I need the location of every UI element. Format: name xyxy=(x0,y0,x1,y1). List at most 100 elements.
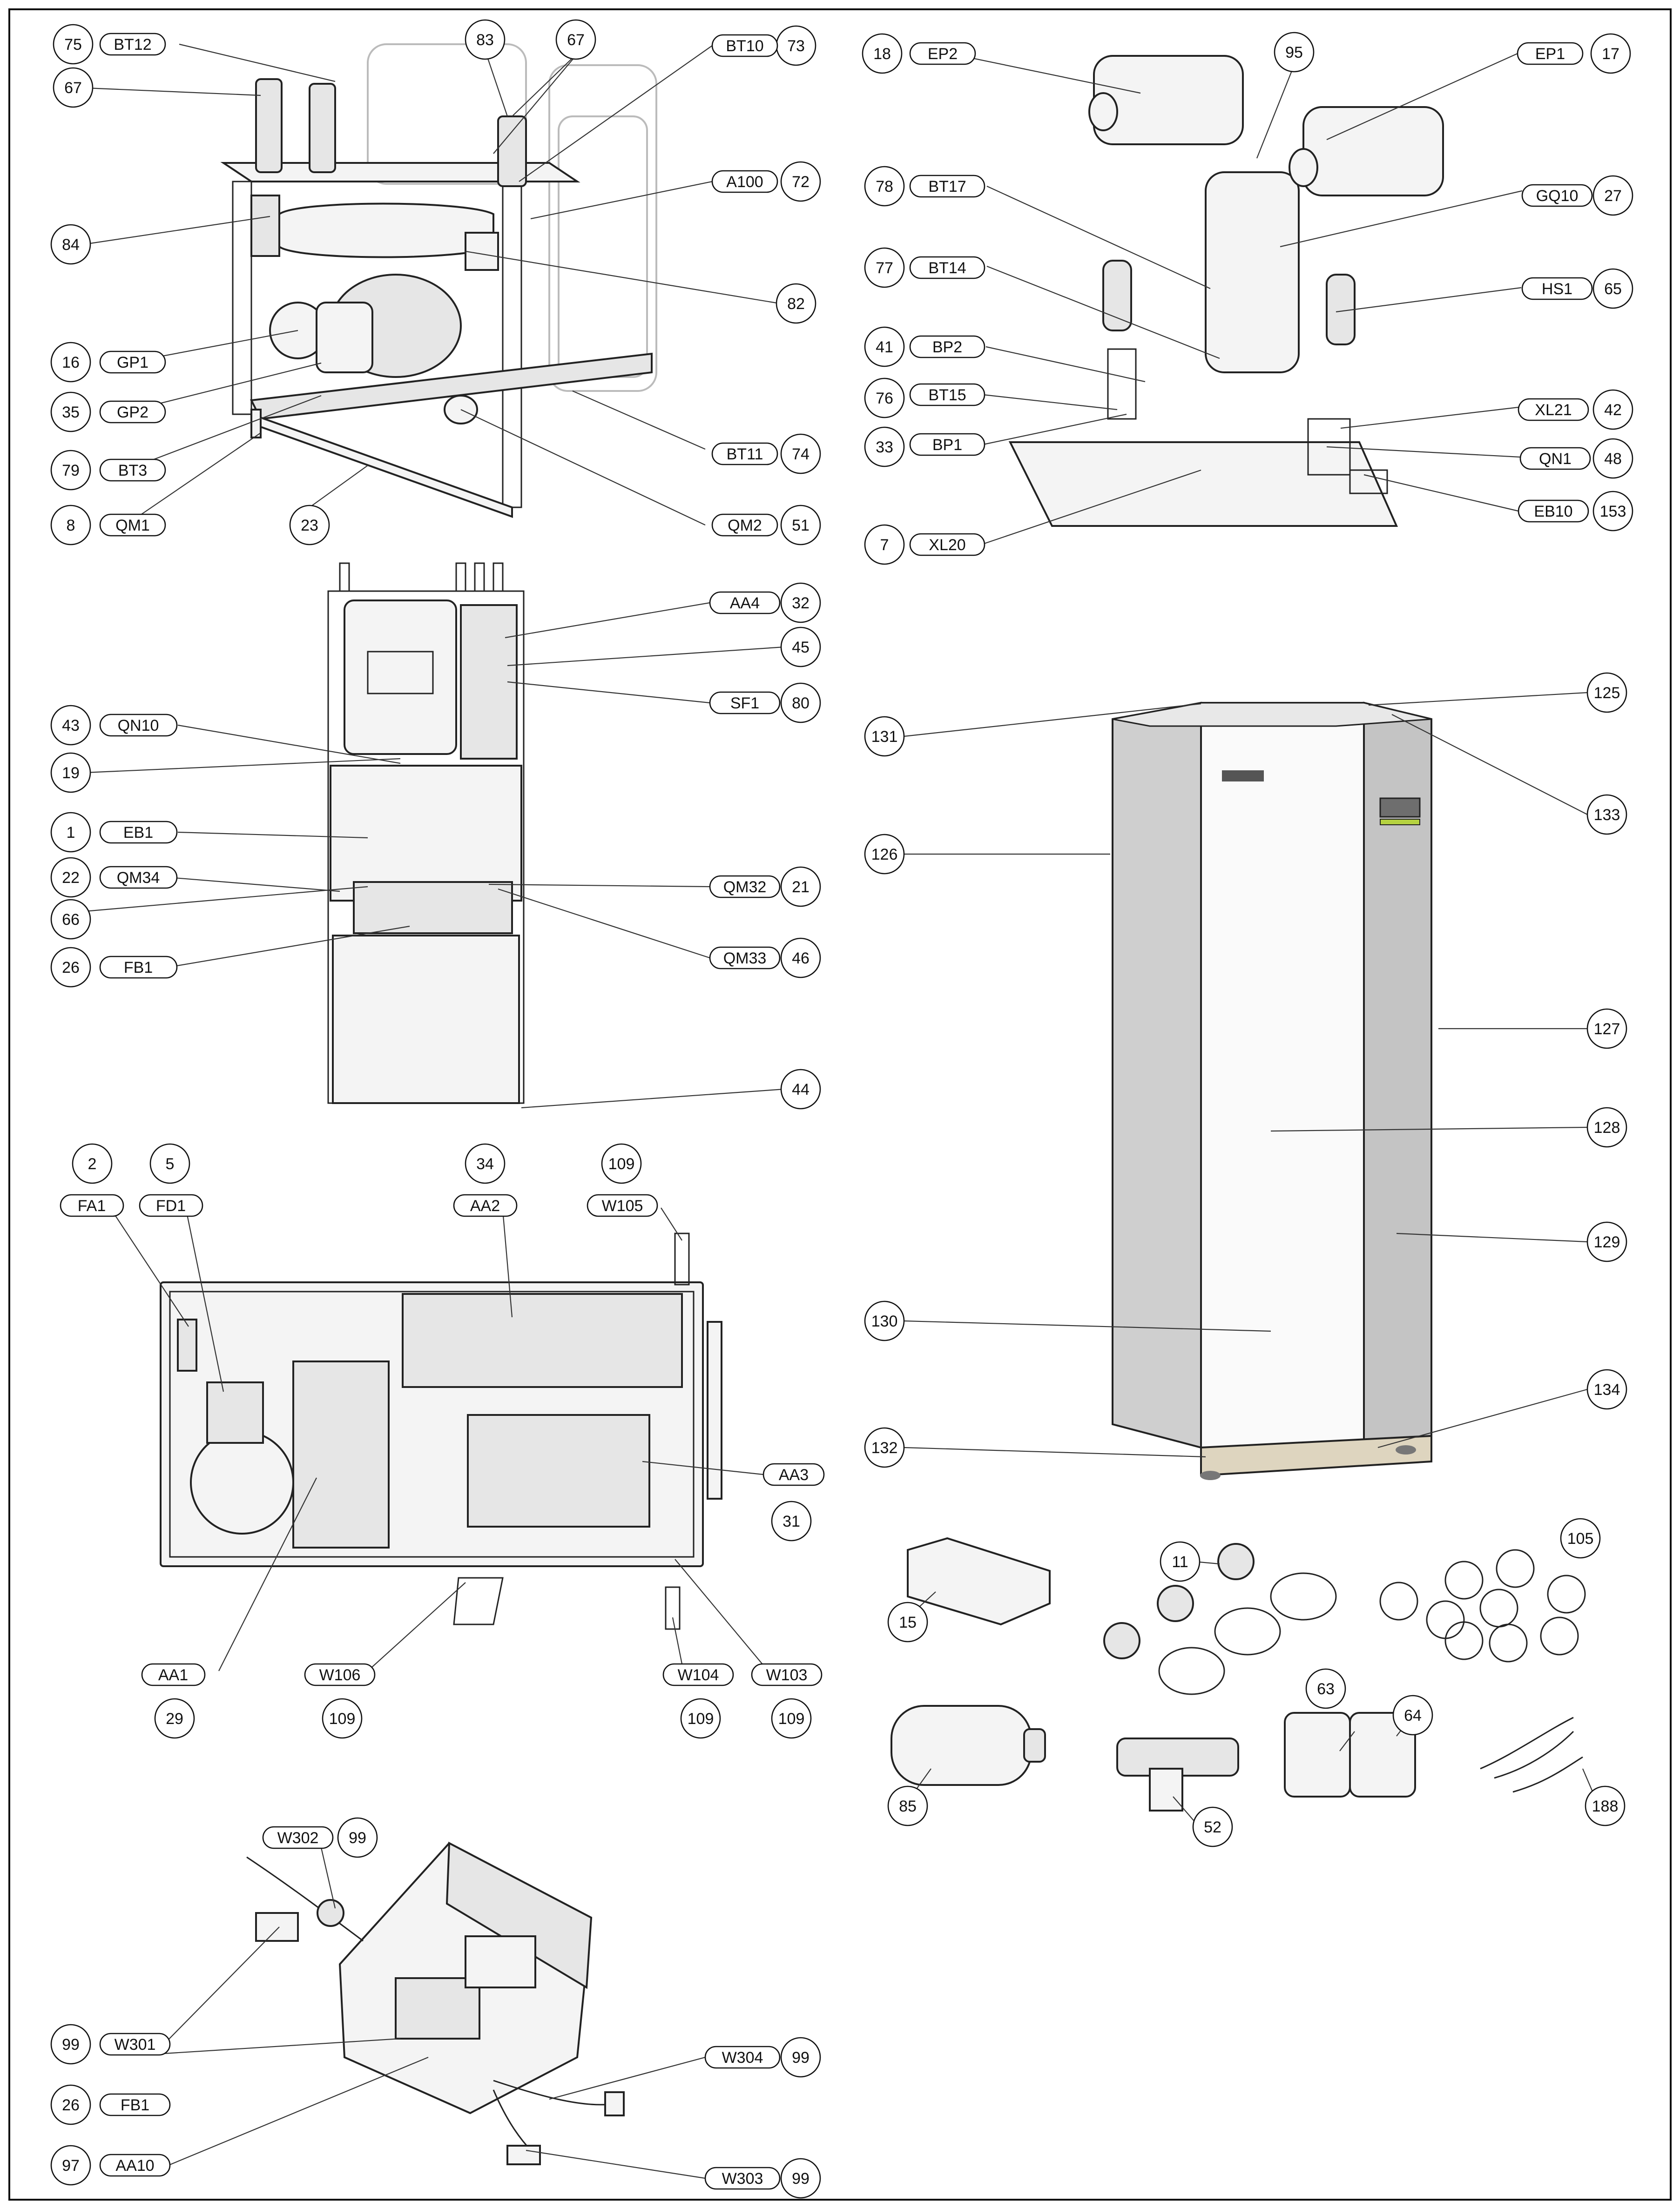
callout-8: 8 xyxy=(50,505,91,546)
callout-19: 19 xyxy=(50,752,91,793)
svg-text:QM2: QM2 xyxy=(728,517,762,534)
svg-text:W303: W303 xyxy=(722,2170,763,2188)
svg-text:77: 77 xyxy=(876,259,893,277)
power-board-leader-lines xyxy=(163,1837,706,2179)
label-AA2: AA2 xyxy=(453,1194,518,1217)
svg-text:127: 127 xyxy=(1594,1020,1620,1038)
callout-130: 130 xyxy=(864,1300,905,1341)
label-AA3: AA3 xyxy=(762,1463,825,1486)
callout-77: 77 xyxy=(864,247,905,288)
svg-text:HS1: HS1 xyxy=(1542,280,1572,298)
callout-46: 46 xyxy=(780,937,821,978)
label-W103: W103 xyxy=(751,1663,823,1686)
svg-text:W304: W304 xyxy=(722,2049,763,2067)
svg-text:W105: W105 xyxy=(602,1197,643,1215)
callout-109: 109 xyxy=(322,1698,363,1739)
svg-text:97: 97 xyxy=(62,2157,80,2175)
callout-74: 74 xyxy=(780,433,821,474)
svg-text:83: 83 xyxy=(476,31,494,49)
svg-text:82: 82 xyxy=(787,295,805,313)
svg-text:95: 95 xyxy=(1285,44,1303,61)
label-HS1: HS1 xyxy=(1521,277,1593,300)
svg-text:41: 41 xyxy=(876,338,893,356)
callout-44: 44 xyxy=(780,1069,821,1110)
callout-99: 99 xyxy=(780,2037,821,2078)
svg-text:GQ10: GQ10 xyxy=(1536,187,1579,205)
svg-text:105: 105 xyxy=(1567,1530,1594,1548)
svg-text:XL20: XL20 xyxy=(929,536,965,554)
svg-text:W106: W106 xyxy=(319,1666,361,1684)
svg-text:109: 109 xyxy=(688,1710,714,1728)
callout-128: 128 xyxy=(1586,1107,1627,1148)
label-EP2: EP2 xyxy=(909,42,976,65)
svg-text:133: 133 xyxy=(1594,806,1620,824)
svg-text:80: 80 xyxy=(792,694,810,712)
svg-text:FB1: FB1 xyxy=(124,959,153,977)
svg-text:19: 19 xyxy=(62,764,80,782)
svg-text:2: 2 xyxy=(88,1155,97,1173)
svg-text:35: 35 xyxy=(62,404,80,421)
svg-text:75: 75 xyxy=(64,36,82,54)
callout-95: 95 xyxy=(1274,32,1315,73)
svg-text:99: 99 xyxy=(349,1829,366,1847)
callout-27: 27 xyxy=(1592,175,1633,216)
svg-text:W301: W301 xyxy=(115,2036,156,2054)
callout-85: 85 xyxy=(887,1785,928,1826)
label-BP1: BP1 xyxy=(909,433,985,456)
svg-text:42: 42 xyxy=(1604,401,1622,419)
svg-text:64: 64 xyxy=(1404,1707,1422,1724)
power-board-illustration xyxy=(246,1841,625,2165)
svg-text:34: 34 xyxy=(476,1155,494,1173)
callout-11: 11 xyxy=(1160,1541,1201,1582)
svg-text:72: 72 xyxy=(792,173,810,191)
label-EB10: EB10 xyxy=(1518,499,1589,523)
svg-text:QM1: QM1 xyxy=(115,517,150,534)
callout-17: 17 xyxy=(1590,33,1631,74)
svg-text:AA4: AA4 xyxy=(730,594,760,612)
label-W301: W301 xyxy=(99,2033,171,2056)
svg-text:18: 18 xyxy=(873,45,891,63)
callout-64: 64 xyxy=(1392,1695,1433,1736)
svg-text:BT3: BT3 xyxy=(118,462,147,479)
label-FB1: FB1 xyxy=(99,2093,171,2116)
svg-text:129: 129 xyxy=(1594,1233,1620,1251)
callout-99: 99 xyxy=(780,2158,821,2199)
callout-52: 52 xyxy=(1192,1806,1233,1847)
label-BT15: BT15 xyxy=(909,383,985,406)
svg-text:132: 132 xyxy=(871,1439,898,1457)
svg-text:109: 109 xyxy=(778,1710,805,1728)
callout-43: 43 xyxy=(50,705,91,746)
svg-text:17: 17 xyxy=(1602,45,1619,63)
callout-22: 22 xyxy=(50,857,91,898)
callout-48: 48 xyxy=(1592,438,1633,479)
electrical-box-illustration xyxy=(160,1232,722,1630)
water-module-illustration xyxy=(220,43,657,518)
label-W105: W105 xyxy=(587,1194,658,1217)
label-GP2: GP2 xyxy=(99,400,166,424)
callout-65: 65 xyxy=(1592,268,1633,309)
svg-text:31: 31 xyxy=(783,1513,800,1530)
svg-text:125: 125 xyxy=(1594,684,1620,702)
callout-23: 23 xyxy=(289,505,330,546)
svg-text:BT15: BT15 xyxy=(928,386,966,404)
label-EP1: EP1 xyxy=(1517,42,1584,65)
callout-66: 66 xyxy=(50,899,91,940)
svg-text:85: 85 xyxy=(899,1798,917,1815)
accessories-illustration xyxy=(891,1537,1586,1812)
callout-5: 5 xyxy=(149,1143,190,1184)
svg-text:QN1: QN1 xyxy=(1539,450,1572,468)
svg-text:W302: W302 xyxy=(277,1829,319,1847)
water-module-leader-lines xyxy=(75,43,780,525)
callout-99: 99 xyxy=(337,1817,378,1858)
svg-text:126: 126 xyxy=(871,846,898,863)
label-BP2: BP2 xyxy=(909,335,985,358)
callout-67: 67 xyxy=(555,19,596,60)
complete-unit-illustration xyxy=(1112,701,1432,1480)
callout-78: 78 xyxy=(864,166,905,207)
callout-153: 153 xyxy=(1592,491,1633,532)
svg-text:76: 76 xyxy=(876,390,893,407)
callout-72: 72 xyxy=(780,161,821,202)
svg-text:W103: W103 xyxy=(766,1666,808,1684)
label-W104: W104 xyxy=(662,1663,734,1686)
svg-text:22: 22 xyxy=(62,869,80,887)
